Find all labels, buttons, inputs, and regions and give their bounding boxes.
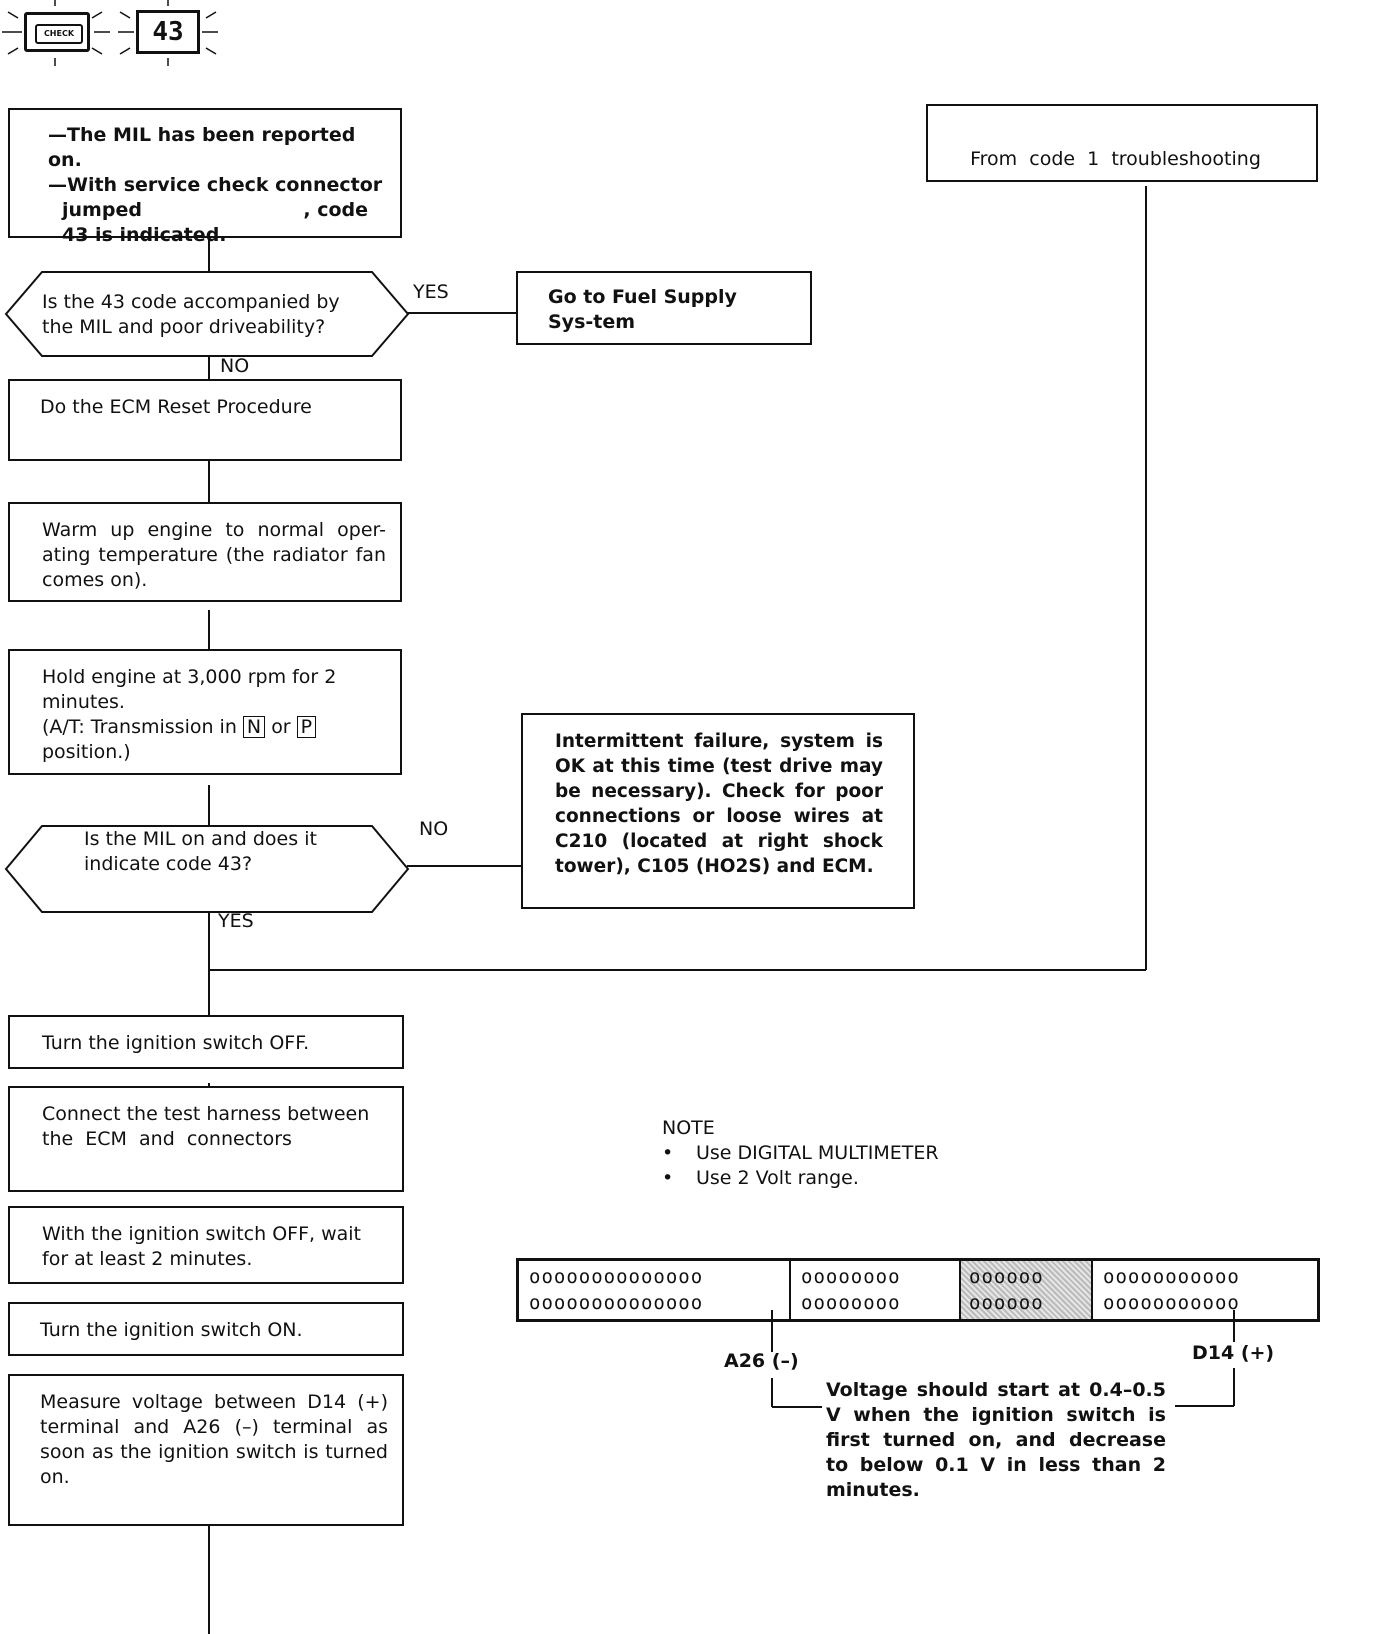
voltage-note-text: Voltage should start at 0.4–0.5 V when t…	[826, 1379, 1166, 1501]
key-p: P	[296, 716, 317, 738]
start-line-4: 43 is indicated.	[62, 224, 227, 246]
ecm-connector: oooooooooooooo oooooooooooooo oooooooo o…	[516, 1258, 1320, 1322]
pin-row-d1: ooooooooooo	[1103, 1266, 1240, 1288]
code-badge: 43	[136, 10, 200, 54]
hold-line-2: (A/T: Transmission in	[42, 716, 237, 738]
hold-line-3: position.)	[42, 741, 131, 763]
hold-engine-box: Hold engine at 3,000 rpm for 2 minutes. …	[8, 649, 402, 775]
key-n: N	[242, 716, 266, 738]
decision1-shape	[4, 271, 410, 357]
start-line-3b: , code	[303, 199, 368, 221]
connector-section-b: oooooooo oooooooo	[791, 1261, 961, 1319]
pin-row-d2: ooooooooooo	[1103, 1292, 1240, 1314]
pin-row-a2: oooooooooooooo	[529, 1292, 704, 1314]
pin-row-a1: oooooooooooooo	[529, 1266, 704, 1288]
ecm-reset-text: Do the ECM Reset Procedure	[40, 396, 312, 418]
wait-box: With the ignition switch OFF, wait for a…	[8, 1206, 404, 1284]
connector-section-a: oooooooooooooo oooooooooooooo	[519, 1261, 791, 1319]
measure-voltage-box: Measure voltage between D14 (+) terminal…	[8, 1374, 404, 1526]
start-line-3a: jumped	[62, 199, 142, 221]
start-box: —The MIL has been reported on. —With ser…	[8, 108, 402, 246]
code-number: 43	[152, 17, 184, 47]
decision2-label: Is the MIL on and does it indicate code …	[84, 828, 317, 875]
decision2-text: Is the MIL on and does it indicate code …	[84, 827, 354, 877]
label-d14: D14 (+)	[1192, 1342, 1275, 1364]
ignition-off-text: Turn the ignition switch OFF.	[42, 1032, 310, 1054]
hold-line-1: Hold engine at 3,000 rpm for 2 minutes.	[42, 666, 337, 713]
fuel-supply-box: Go to Fuel Supply Sys-tem	[516, 271, 812, 345]
connector-section-c: oooooo oooooo	[961, 1261, 1093, 1319]
fuel-supply-text: Go to Fuel Supply Sys-tem	[548, 286, 737, 333]
pin-row-c1: oooooo	[969, 1266, 1044, 1288]
pin-row-b2: oooooooo	[801, 1292, 901, 1314]
from-code-text: From code 1 troubleshooting	[970, 148, 1261, 170]
voltage-note: Voltage should start at 0.4–0.5 V when t…	[826, 1378, 1166, 1503]
decision1-label: Is the 43 code accompanied by the MIL an…	[42, 291, 340, 338]
decision2-no: NO	[419, 818, 449, 840]
test-harness-box: Connect the test harness between the ECM…	[8, 1086, 404, 1192]
intermittent-box: Intermittent failure, system is OK at th…	[521, 713, 915, 909]
warmup-box: Warm up engine to normal oper-ating temp…	[8, 502, 402, 602]
connector-section-d: ooooooooooo ooooooooooo	[1093, 1261, 1317, 1319]
test-harness-text: Connect the test harness between the ECM…	[42, 1103, 376, 1150]
decision2-yes: YES	[218, 910, 254, 932]
from-code-box: From code 1 troubleshooting	[926, 104, 1318, 182]
measure-voltage-text: Measure voltage between D14 (+) terminal…	[40, 1391, 388, 1488]
note-item-2: Use 2 Volt range.	[696, 1167, 859, 1189]
note-item-1: Use DIGITAL MULTIMETER	[696, 1142, 939, 1164]
note-title: NOTE	[662, 1117, 715, 1139]
bullet-icon: •	[662, 1142, 674, 1164]
check-engine-icon: CHECK	[24, 12, 90, 52]
pin-row-b1: oooooooo	[801, 1266, 901, 1288]
decision2-shape	[4, 825, 410, 913]
wait-text: With the ignition switch OFF, wait for a…	[42, 1223, 361, 1270]
intermittent-text: Intermittent failure, system is OK at th…	[555, 731, 883, 877]
start-line-1: —The MIL has been reported on.	[48, 124, 356, 171]
hold-or: or	[271, 716, 291, 738]
pin-row-c2: oooooo	[969, 1292, 1044, 1314]
decision1-text: Is the 43 code accompanied by the MIL an…	[42, 290, 372, 340]
start-line-2: —With service check connector	[48, 174, 383, 196]
decision1-no: NO	[220, 355, 250, 377]
bullet-icon: •	[662, 1167, 674, 1189]
ignition-on-box: Turn the ignition switch ON.	[8, 1302, 404, 1356]
ignition-off-box: Turn the ignition switch OFF.	[8, 1015, 404, 1069]
ignition-on-text: Turn the ignition switch ON.	[40, 1319, 303, 1341]
note-block: NOTE • Use DIGITAL MULTIMETER • Use 2 Volt…	[662, 1116, 939, 1191]
decision1-yes: YES	[413, 281, 449, 303]
warmup-text: Warm up engine to normal oper-ating temp…	[42, 519, 386, 591]
ecm-reset-box: Do the ECM Reset Procedure	[8, 379, 402, 461]
label-a26: A26 (–)	[724, 1350, 799, 1372]
